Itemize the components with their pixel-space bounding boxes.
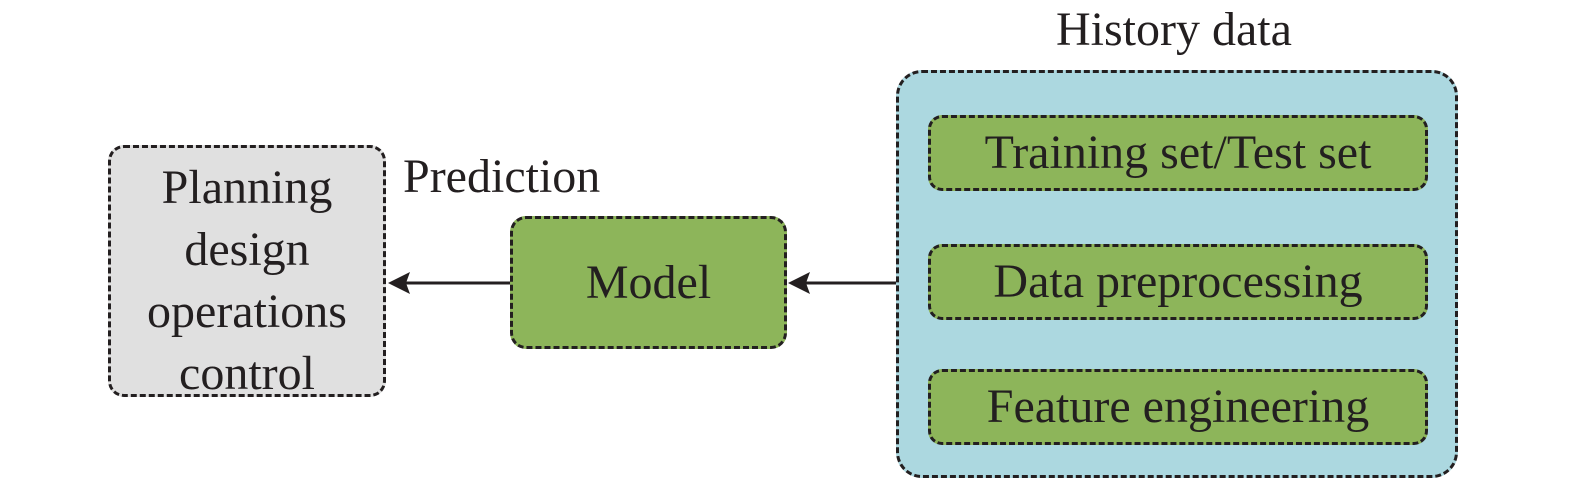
training-test-set-box: Training set/Test set: [928, 115, 1428, 191]
feature-engineering-label: Feature engineering: [986, 380, 1370, 433]
planning-text-block: Planning design operations control: [111, 157, 383, 405]
feature-engineering-box: Feature engineering: [928, 369, 1428, 445]
planning-design-operations-control-box: Planning design operations control: [108, 145, 386, 400]
planning-line: Planning: [161, 161, 333, 214]
model-to-planning-arrow: [388, 272, 510, 294]
operations-line: operations: [147, 285, 347, 338]
data-preprocessing-label: Data preprocessing: [993, 255, 1363, 308]
control-line: control: [179, 347, 315, 400]
model-box: Model: [510, 216, 787, 349]
data-preprocessing-box: Data preprocessing: [928, 244, 1428, 320]
prediction-label: Prediction: [403, 150, 601, 203]
history-data-title: History data: [1056, 3, 1292, 56]
training-test-set-label: Training set/Test set: [984, 126, 1372, 179]
model-label: Model: [585, 255, 712, 309]
design-line: design: [184, 223, 310, 276]
history-to-model-arrow: [788, 272, 896, 294]
